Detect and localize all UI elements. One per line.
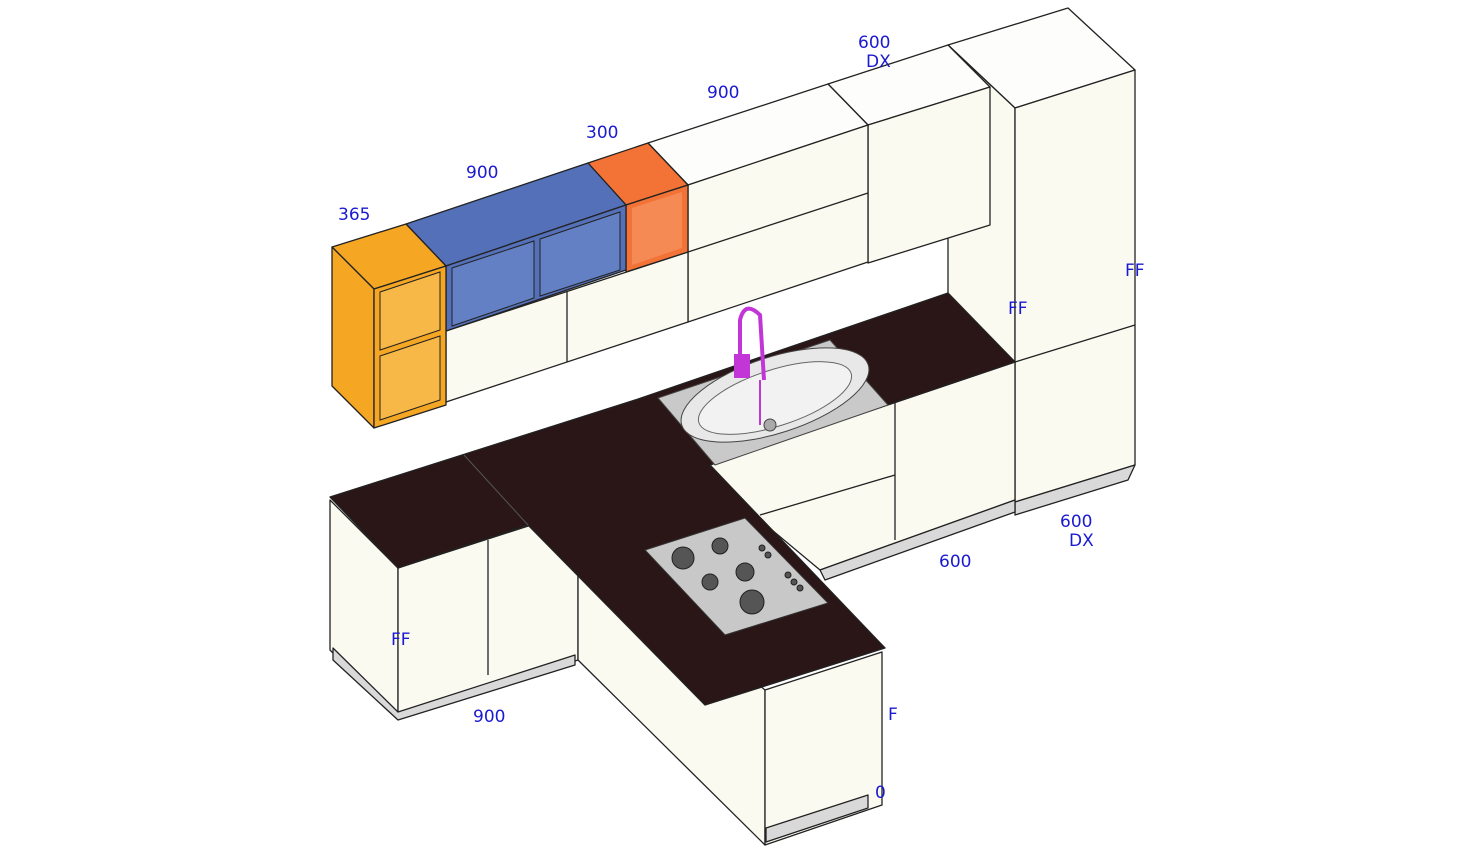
label-wall-600-dx: DX xyxy=(866,52,891,72)
label-tall-side-ff: FF xyxy=(1008,299,1028,319)
open-shelf-300[interactable] xyxy=(587,142,689,273)
gas-hob[interactable] xyxy=(644,517,829,636)
label-base-600-dx-side: DX xyxy=(1069,531,1094,551)
faucet[interactable] xyxy=(734,306,766,425)
label-wall-365: 365 xyxy=(338,205,371,225)
label-wall-900: 900 xyxy=(707,83,740,103)
label-wall-600: 600 xyxy=(858,33,891,53)
label-peninsula-0: 0 xyxy=(875,783,886,803)
label-tall-ff: FF xyxy=(1125,261,1145,281)
base-left-unit[interactable] xyxy=(329,499,579,721)
label-peninsula-f: F xyxy=(888,705,898,725)
label-wall-900-blue: 900 xyxy=(466,163,499,183)
label-base-900: 900 xyxy=(473,707,506,727)
sink[interactable] xyxy=(657,329,889,466)
label-base-left-ff: FF xyxy=(391,630,411,650)
open-shelf-365[interactable] xyxy=(331,223,447,429)
wall-cabinet-900[interactable] xyxy=(647,83,869,323)
label-base-600: 600 xyxy=(939,552,972,572)
open-shelf-900-blue[interactable] xyxy=(405,162,627,332)
label-wall-300: 300 xyxy=(586,123,619,143)
label-base-600-dx: 600 xyxy=(1060,512,1093,532)
